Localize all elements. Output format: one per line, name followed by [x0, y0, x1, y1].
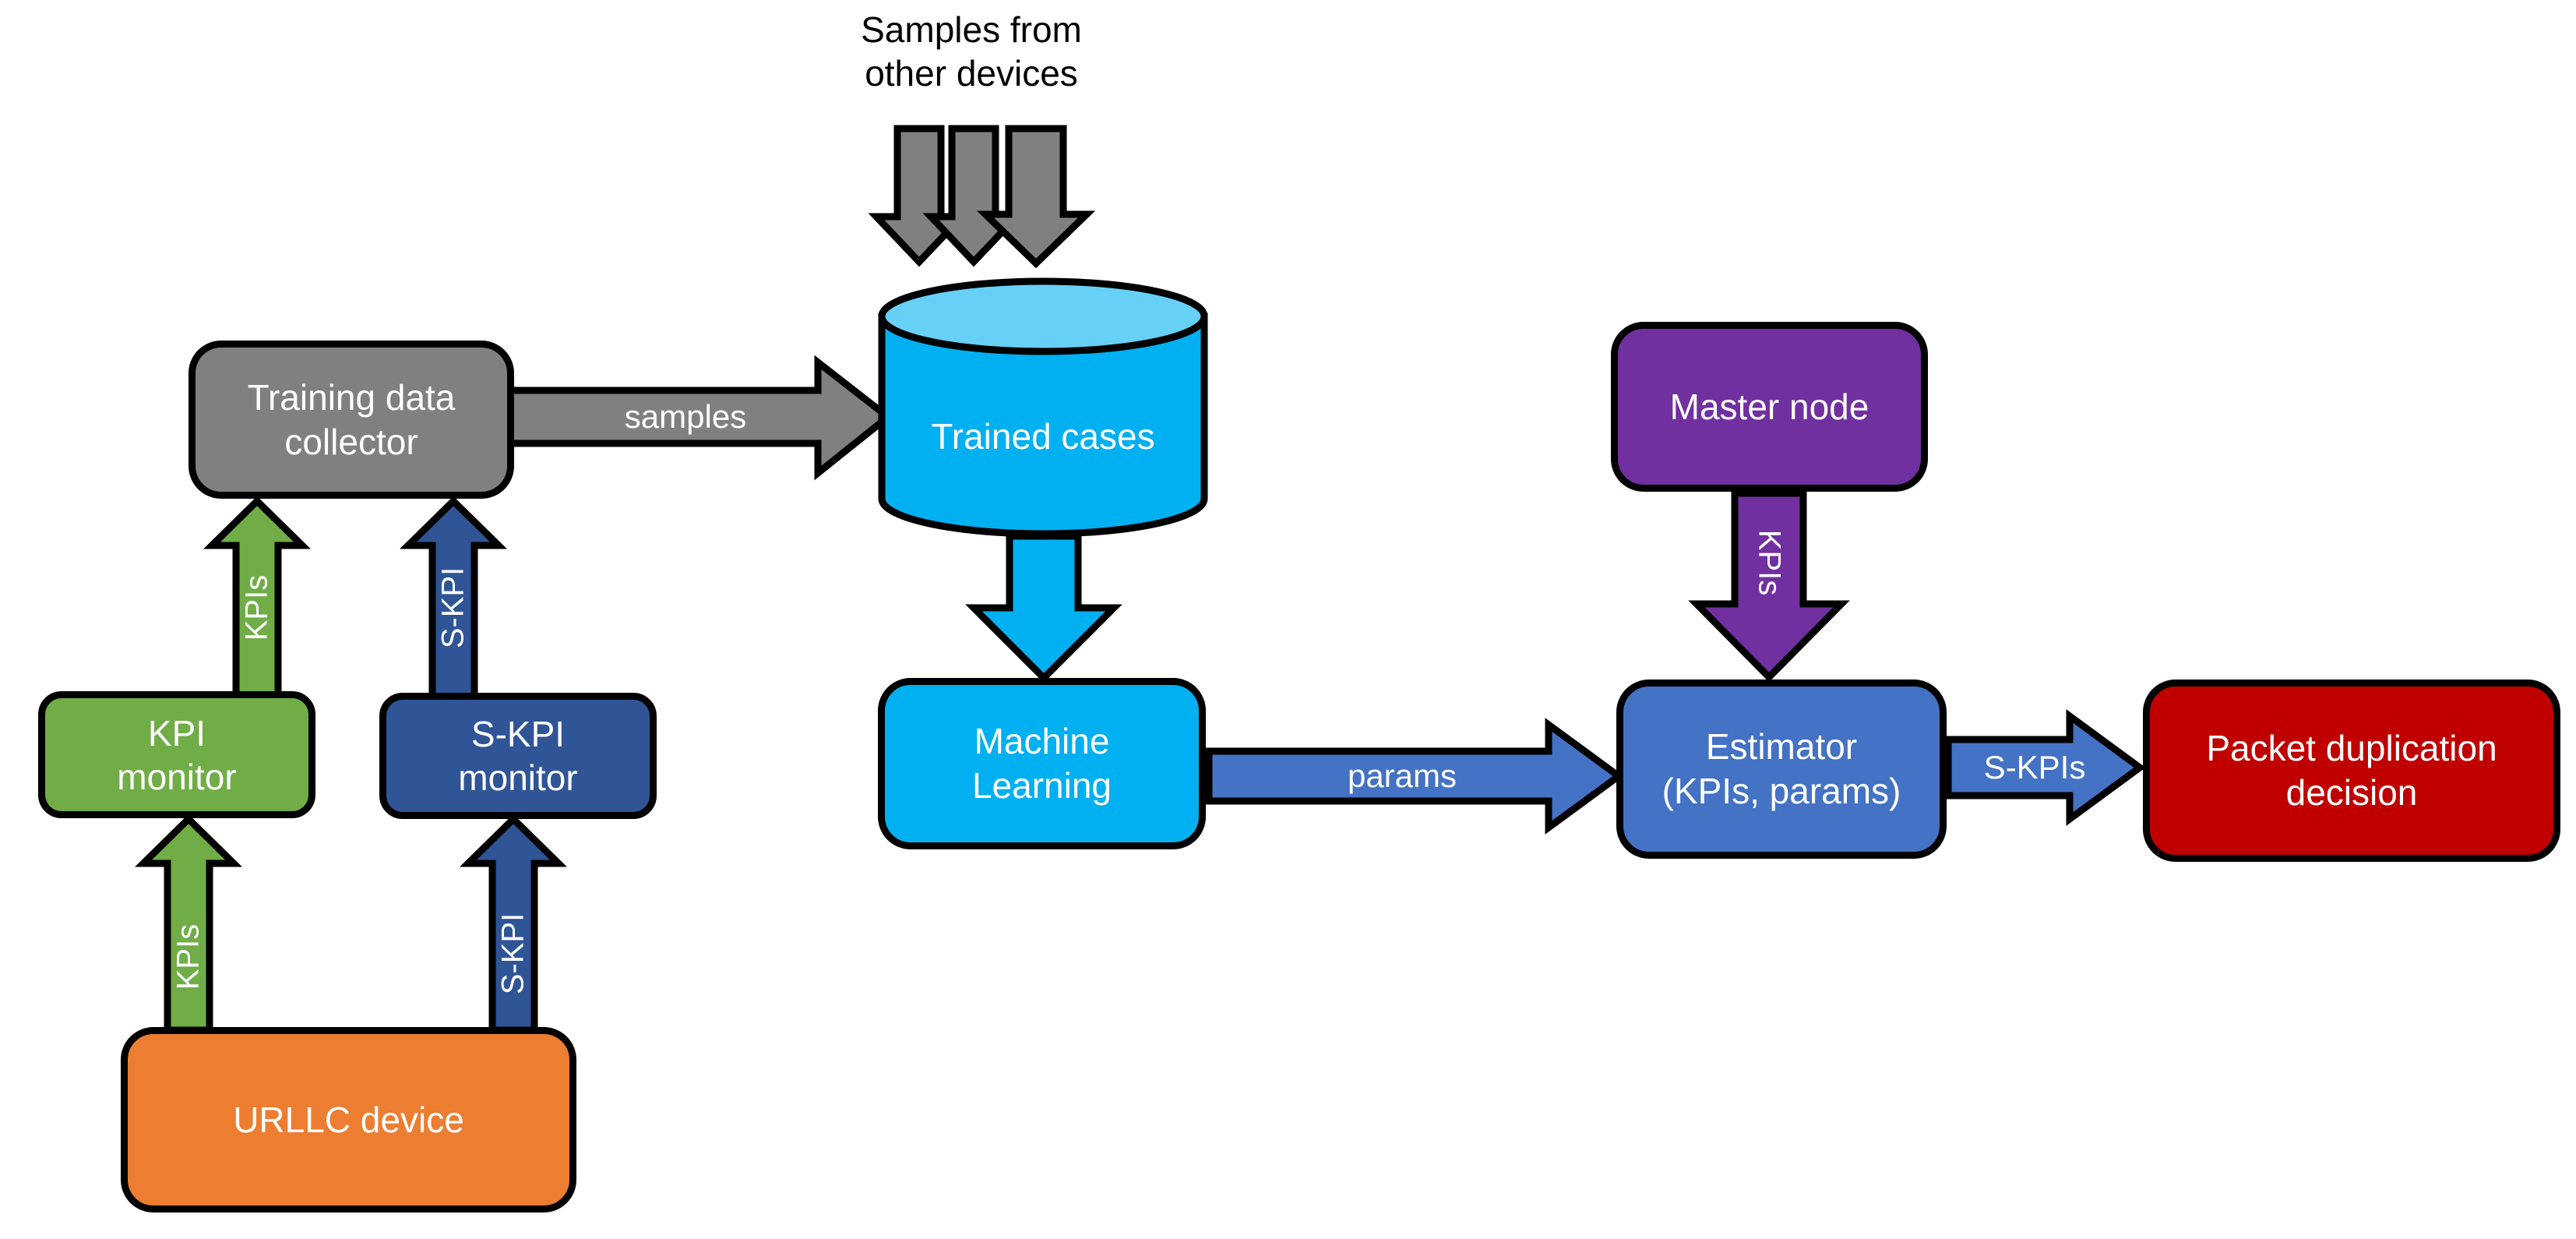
urllc-device-node: URLLC device	[121, 1027, 576, 1213]
cases-to-ml-arrow	[965, 532, 1122, 683]
kpi-monitor-label-2: monitor	[117, 756, 237, 797]
training-data-collector-label-2: collector	[284, 421, 418, 462]
training-data-collector-label-1: Training data	[247, 376, 456, 418]
skpi-monitor-label-1: S-KPI	[470, 714, 566, 754]
kpis-master-arrow	[1688, 489, 1850, 683]
kpis-master-arrow-label: KPIs	[1752, 529, 1787, 596]
kpis-device-arrow-label: KPIs	[171, 923, 206, 990]
skpi-device-arrow-label: S-KPI	[495, 912, 530, 995]
s-kpis-arrow-label: S-KPIs	[1983, 749, 2086, 785]
kpi-monitor-label-1: KPI	[147, 712, 206, 754]
kpis-monitor-arrow-label: KPIs	[239, 574, 274, 641]
samples-arrow-label: samples	[624, 398, 747, 435]
params-arrow	[1205, 718, 1625, 835]
training-data-collector-node: Training data collector	[189, 341, 514, 499]
kpi-monitor-node: KPI monitor	[38, 691, 315, 818]
trained-cases-cylinder	[878, 277, 1208, 538]
samples-arrow	[506, 355, 894, 481]
estimator-label-2: (KPIs, params)	[1662, 771, 1901, 811]
master-node-label: Master node	[1669, 386, 1869, 427]
packet-duplication-decision-node: Packet duplication decision	[2143, 680, 2560, 862]
machine-learning-label-2: Learning	[971, 765, 1112, 806]
skpi-monitor-arrow-label: S-KPI	[435, 567, 470, 649]
incoming-samples-arrows-icon	[868, 125, 1096, 269]
samples-from-other-devices-caption: Samples from other devices	[861, 8, 1082, 95]
s-kpis-arrow	[1944, 709, 2146, 826]
packet-decision-label-2: decision	[2285, 772, 2418, 813]
estimator-label-1: Estimator	[1705, 726, 1858, 767]
skpi-monitor-node: S-KPI monitor	[379, 693, 657, 819]
packet-decision-label-1: Packet duplication	[2206, 728, 2497, 768]
trained-cases-label: Trained cases	[931, 416, 1155, 457]
estimator-node: Estimator (KPIs, params)	[1616, 680, 1947, 859]
caption-line-2: other devices	[865, 53, 1078, 94]
skpi-monitor-label-2: monitor	[458, 757, 578, 798]
urllc-device-label: URLLC device	[233, 1099, 464, 1140]
params-arrow-label: params	[1347, 757, 1457, 794]
master-node: Master node	[1611, 322, 1928, 492]
caption-line-1: Samples from	[861, 9, 1082, 50]
machine-learning-label-1: Machine	[974, 721, 1110, 761]
machine-learning-node: Machine Learning	[878, 678, 1206, 849]
